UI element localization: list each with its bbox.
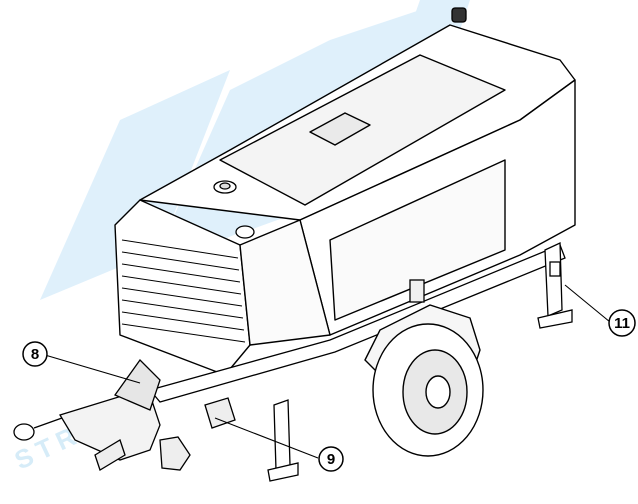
brake-lever-8 [114,358,161,411]
callout-11: 11 [608,309,636,337]
callout-8-label: 8 [31,346,39,363]
leader-lines [44,284,611,459]
drawbar [13,358,236,471]
front-side [239,219,331,346]
callout-8: 8 [22,341,48,367]
towing-eye-icon [13,423,35,441]
filler-cap-icon [235,225,255,239]
hitch-bracket-9 [204,397,236,429]
control-box [409,279,425,303]
rear-jack-stand [537,241,573,329]
callout-9: 9 [318,446,344,472]
callout-9-label: 9 [327,451,335,468]
side-door [329,159,506,321]
callout-11-label: 11 [614,315,630,332]
wheel-hub [425,375,451,409]
front-jack-stand [267,399,299,482]
jockey-wheel [159,436,191,471]
exhaust-cap-icon [451,7,467,23]
hood-hatch [309,112,371,146]
grille-slats [121,239,246,343]
chassis-frame [148,244,566,403]
